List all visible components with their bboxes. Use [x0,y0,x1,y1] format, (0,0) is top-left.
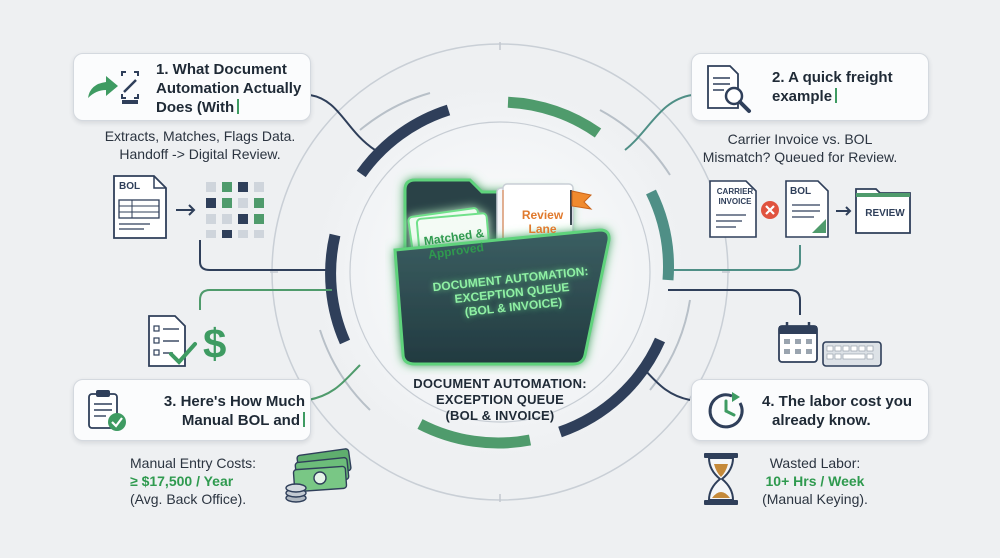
panel-3-body: Manual Entry Costs: ≥ $17,500 / Year (Av… [130,455,257,507]
extract-arrow-icon [88,71,139,104]
checklist-dollar-icon: $ [148,315,226,367]
panel-3-title: 3. Here's How Much Manual BOL and [163,393,305,429]
panel-4-body: Wasted Labor: 10+ Hrs / Week (Manual Key… [762,455,868,507]
panel-2-card: 2. A quick freight example [691,53,929,121]
connector-3 [199,289,332,310]
arc-bottom-right-navy [558,337,666,438]
arc-top-right-green [507,96,602,138]
panel-2-body: Carrier Invoice vs. BOL Mismatch? Queued… [702,131,898,165]
connector-1b [199,240,330,271]
clipboard-check-icon [88,390,126,431]
panel-4-title: 4. The labor cost you already know. [762,393,913,429]
svg-text:$: $ [203,320,226,367]
panel-2-invoice-label: CARRIER INVOICE [716,187,754,206]
invoice-mismatch-review-icon [709,180,911,238]
hourglass-icon [704,453,738,505]
connector-4 [668,289,801,315]
text-caret [835,88,838,103]
text-caret [237,99,240,114]
connector-4b [639,364,691,401]
panel-4-card: 4. The labor cost you already know. [691,379,929,441]
panel-2-bol-label: BOL [790,186,812,197]
cash-stack-icon [285,448,352,503]
text-caret [303,412,305,427]
panel-1-card: 1. What Document Automation Actually Doe… [73,53,311,121]
exception-queue-folder [393,178,611,366]
connector-2b [668,245,801,271]
arc-right-teal [646,189,674,281]
bol-to-data-grid-icon [113,175,264,239]
arc-top-left-navy [356,104,451,178]
document-search-icon [707,65,751,113]
center-title: DOCUMENT AUTOMATION: EXCEPTION QUEUE (BO… [413,376,587,423]
panel-2-review-label: REVIEW [865,208,905,219]
inner-ring [349,121,651,423]
connector-2 [624,94,693,151]
doc-review-label: Review Lane [521,208,564,236]
panel-3-card: 3. Here's How Much Manual BOL and [73,379,311,441]
clock-arrow-icon [708,392,744,429]
panel-1-title: 1. What Document Automation Actually Doe… [156,61,302,116]
connector-3b [307,364,361,401]
panel-2-title: 2. A quick freight example [772,69,893,105]
panel-1-bol-label: BOL [119,181,141,192]
connector-1 [309,94,376,151]
arc-bottom-green [417,419,532,449]
calendar-keyboard-icon [778,322,882,367]
panel-1-body: Extracts, Matches, Flags Data. Handoff -… [104,128,296,162]
